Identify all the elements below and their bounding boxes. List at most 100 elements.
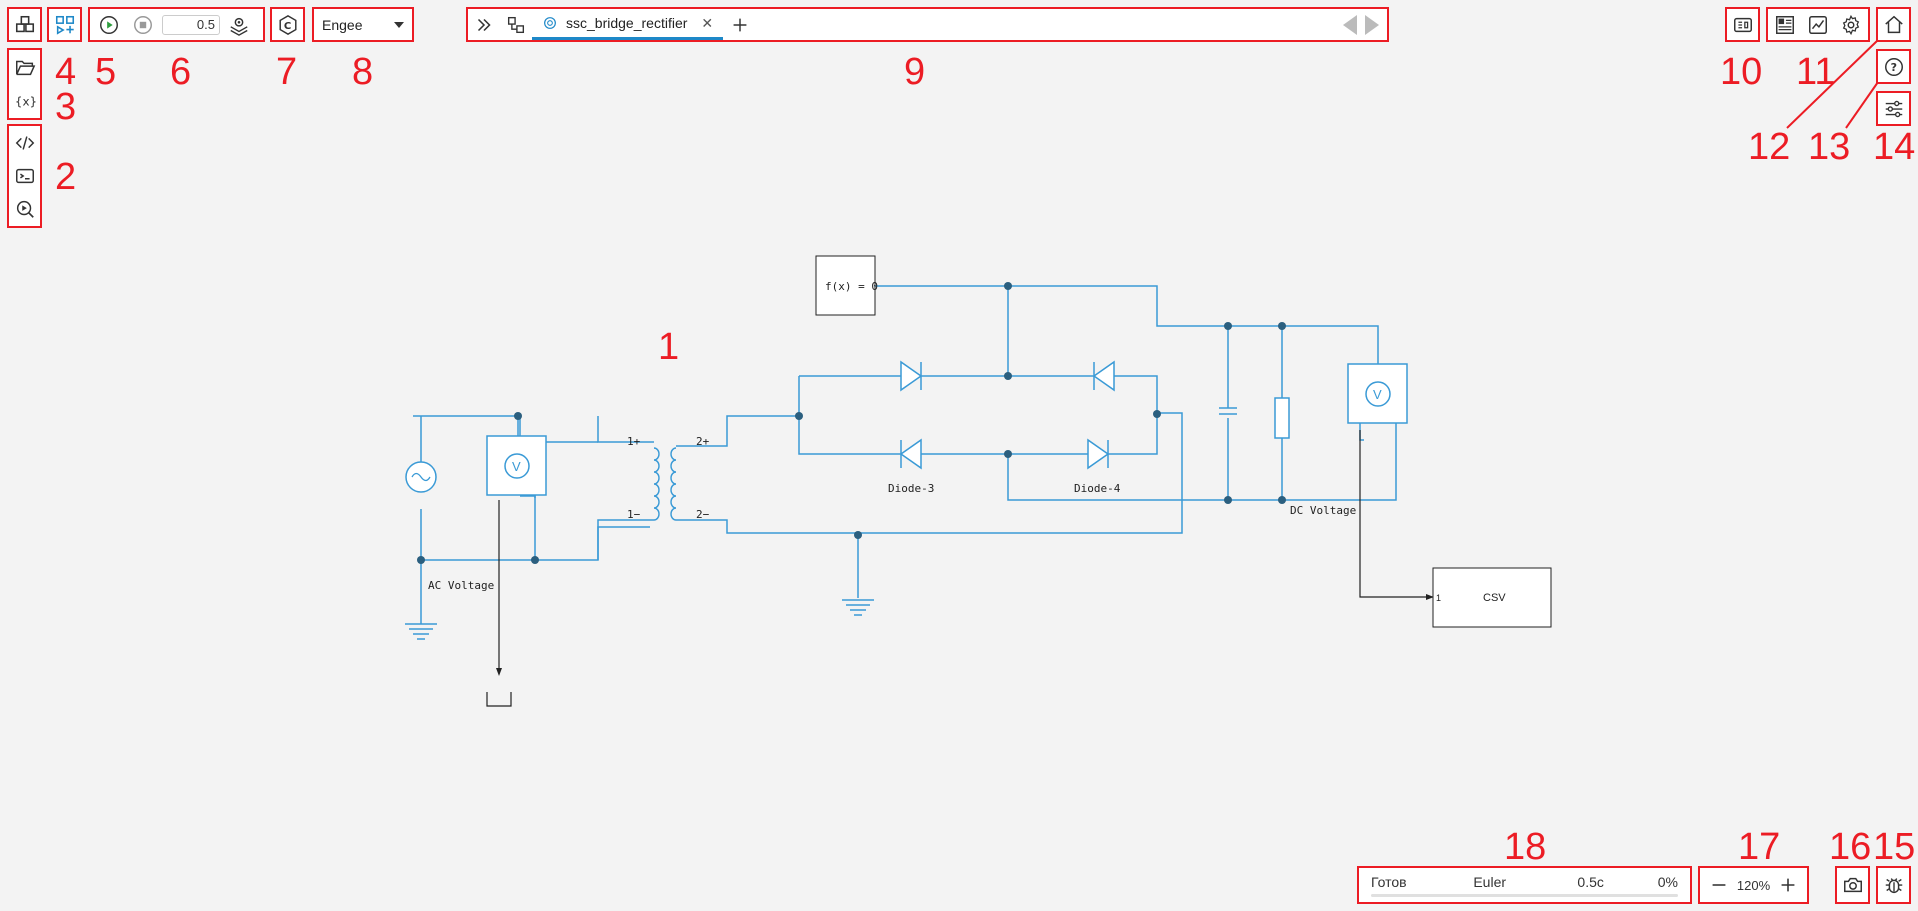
blocks-icon: [15, 15, 34, 32]
annotation-8: 8: [352, 51, 374, 93]
layout-icon: [1775, 15, 1794, 34]
annotation-1: 1: [658, 326, 680, 368]
zoom-out-button[interactable]: [1704, 870, 1734, 900]
view-tools-panel: [1766, 7, 1870, 42]
file-browser-button[interactable]: [10, 52, 40, 82]
file-variables-panel: {x}: [7, 48, 42, 120]
status-time: 0.5с: [1577, 873, 1604, 890]
ac-voltage-label: AC Voltage: [428, 579, 494, 592]
home-panel: [1876, 7, 1911, 42]
sliders-icon: [1885, 100, 1902, 117]
run-button[interactable]: [94, 10, 124, 40]
hexagon-c-icon: C: [278, 14, 297, 35]
search-play-icon: [16, 201, 34, 219]
annotation-13: 13: [1808, 126, 1851, 168]
plots-button[interactable]: [1803, 10, 1833, 40]
fx-label: f(x) = 0: [825, 280, 878, 293]
screenshot-button[interactable]: [1838, 870, 1868, 900]
annotation-14: 14: [1873, 126, 1916, 168]
status-bar: Готов Euler 0.5с 0%: [1357, 866, 1692, 904]
double-chevron-right-icon: [477, 18, 491, 31]
codegen-button[interactable]: C: [273, 10, 303, 40]
target-select-value: Engee: [322, 16, 363, 33]
help-panel: ?: [1876, 49, 1911, 84]
annotation-4: 4: [55, 51, 77, 93]
tf-port-2minus: 2−: [696, 508, 710, 521]
tools-panel: [7, 124, 42, 228]
simulation-controls-panel: [88, 7, 265, 42]
status-state: Готов: [1371, 873, 1407, 890]
settings-button[interactable]: [1836, 10, 1866, 40]
diode4-label: Diode-4: [1074, 482, 1121, 495]
layers-gear-icon: [230, 17, 248, 36]
progress-track: [1371, 893, 1678, 897]
stop-button[interactable]: [128, 10, 158, 40]
tab-bar: ssc_bridge_rectifier ✕: [466, 7, 1389, 42]
model-settings-button[interactable]: [224, 10, 254, 40]
block-library-button[interactable]: [10, 10, 40, 40]
annotation-17: 17: [1738, 826, 1781, 868]
codegen-panel: C: [270, 7, 305, 42]
home-button[interactable]: [1879, 10, 1909, 40]
svg-text:?: ?: [1890, 61, 1896, 74]
terminal-icon: [15, 168, 34, 184]
signals-panel: [1725, 7, 1760, 42]
csv-block[interactable]: [1432, 567, 1552, 628]
annotation-2: 2: [55, 156, 77, 198]
debug-button[interactable]: [1879, 870, 1909, 900]
zoom-in-button[interactable]: [1773, 870, 1803, 900]
inspector-button[interactable]: [10, 194, 40, 224]
dc-voltage-label: DC Voltage: [1290, 504, 1356, 517]
annotation-11: 11: [1796, 51, 1836, 93]
play-icon: [100, 15, 118, 34]
tab-ssc-bridge-rectifier[interactable]: ssc_bridge_rectifier ✕: [532, 9, 724, 40]
annotation-18: 18: [1504, 826, 1547, 868]
model-tab-icon: [544, 17, 556, 29]
scroll-tabs-left-button[interactable]: [1341, 10, 1361, 40]
help-button[interactable]: ?: [1879, 52, 1909, 82]
add-block-panel: [47, 7, 82, 42]
target-select[interactable]: Engee: [312, 7, 414, 42]
debug-panel: [1876, 866, 1911, 904]
plus-icon: [733, 18, 747, 31]
minus-icon: [1712, 884, 1726, 886]
chart-icon: [1809, 15, 1827, 34]
svg-text:C: C: [283, 21, 290, 32]
chip-icon: [1733, 17, 1752, 32]
add-block-button[interactable]: [50, 10, 80, 40]
annotation-7: 7: [276, 51, 298, 93]
parameters-panel: [1876, 91, 1911, 126]
caret-down-icon: [394, 21, 404, 28]
code-editor-button[interactable]: [10, 128, 40, 158]
terminal-button[interactable]: [10, 161, 40, 191]
model-hierarchy-button[interactable]: [500, 10, 532, 40]
dc-voltmeter-symbol: V: [1373, 387, 1382, 402]
variables-button[interactable]: {x}: [10, 86, 40, 116]
close-tab-icon[interactable]: ✕: [701, 14, 714, 31]
annotation-12: 12: [1748, 126, 1791, 168]
triangle-left-icon: [1343, 14, 1357, 35]
signals-button[interactable]: [1728, 10, 1758, 40]
layout-button[interactable]: [1770, 10, 1800, 40]
annotation-5: 5: [95, 51, 117, 93]
screenshot-panel: [1835, 866, 1870, 904]
annotation-16: 16: [1829, 826, 1872, 868]
help-icon: ?: [1884, 57, 1903, 76]
simulation-time-input[interactable]: [162, 14, 220, 35]
diode3-label: Diode-3: [888, 482, 934, 495]
solver-config-block[interactable]: [815, 255, 876, 316]
scroll-tabs-right-button[interactable]: [1361, 10, 1381, 40]
new-tab-button[interactable]: [723, 10, 757, 40]
expand-panel-button[interactable]: [468, 10, 500, 40]
zoom-control: 120%: [1698, 866, 1809, 904]
bug-icon: [1885, 878, 1902, 894]
code-icon: [15, 136, 34, 150]
variables-icon: {x}: [14, 95, 35, 109]
svg-text:{x}: {x}: [14, 95, 35, 109]
plus-icon: [1781, 878, 1795, 892]
parameters-button[interactable]: [1879, 94, 1909, 124]
zoom-level: 120%: [1736, 877, 1771, 893]
tf-port-1minus: 1−: [627, 508, 641, 521]
annotation-6: 6: [170, 51, 192, 93]
